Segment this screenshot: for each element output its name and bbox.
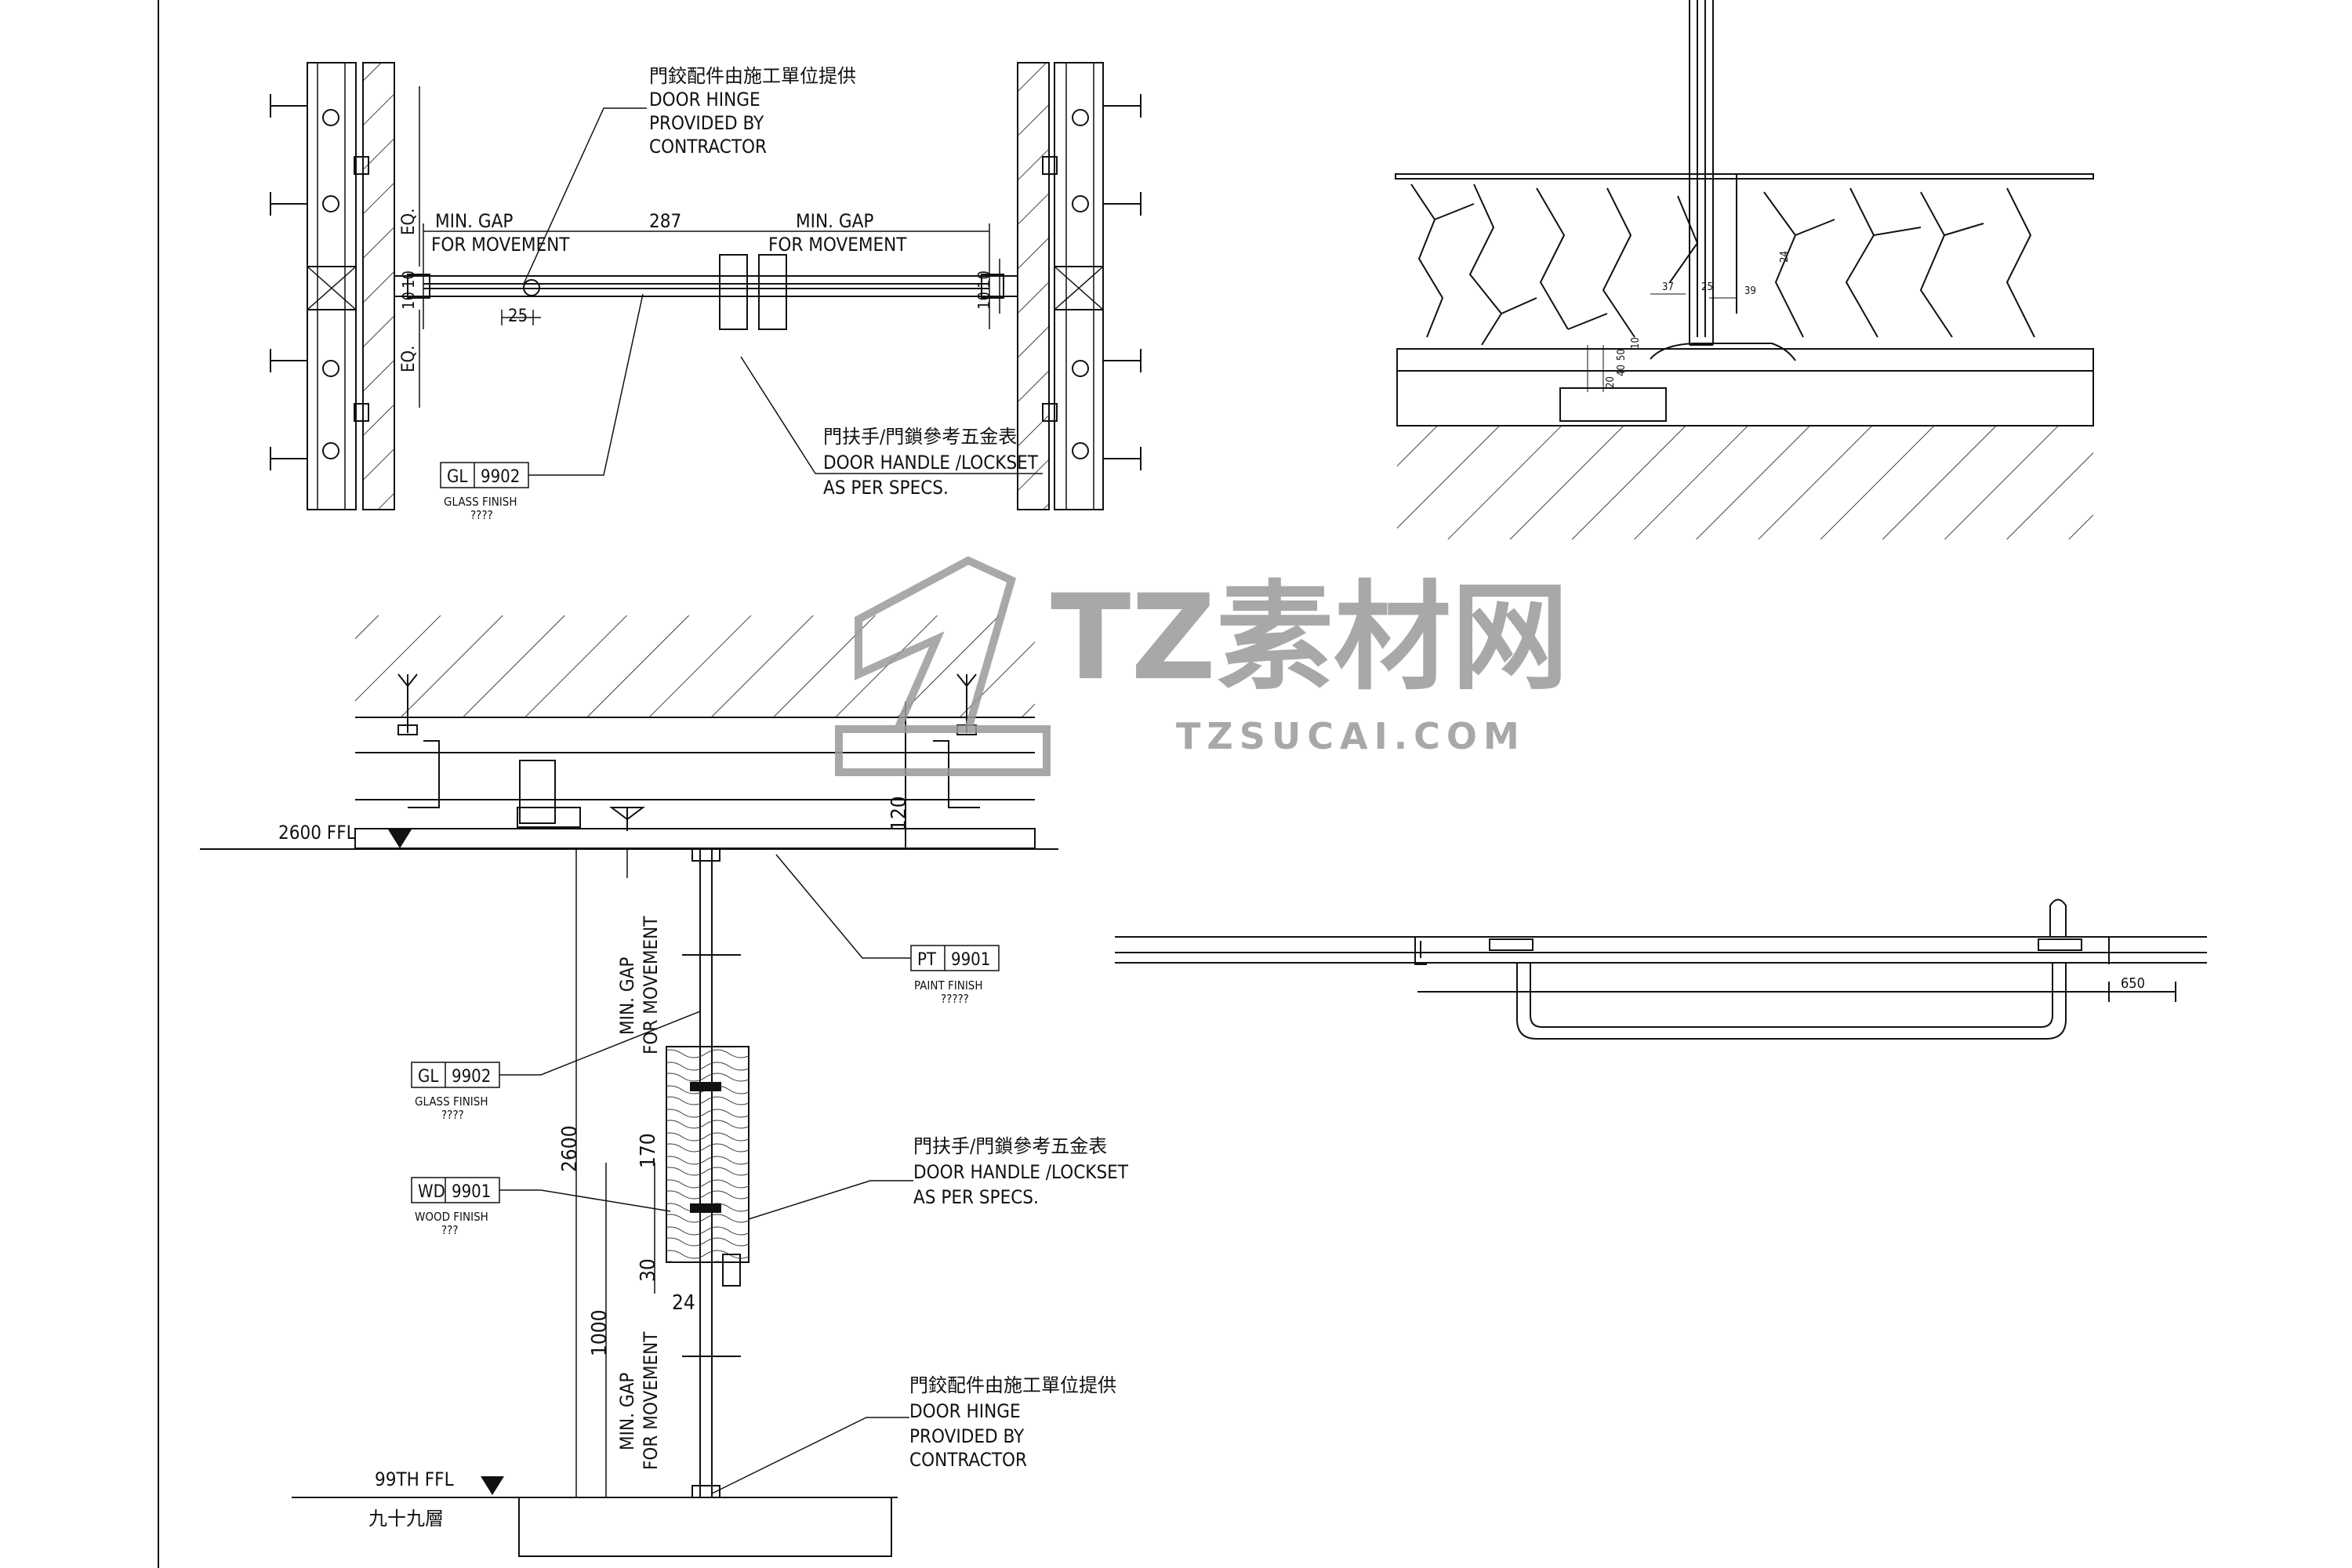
section-dim-120: 120 — [887, 796, 911, 831]
section-hinge-label-en1: DOOR HINGE — [909, 1400, 1021, 1422]
plan-hinge-label-en3: CONTRACTOR — [649, 136, 767, 158]
plan-hinge-label-en1: DOOR HINGE — [649, 89, 760, 111]
floor-dim-37: 37 — [1662, 281, 1674, 293]
plan-dim-287: 287 — [649, 210, 681, 232]
section-gap-top-line1: MIN. GAP — [616, 957, 638, 1035]
handle-dim-650: 650 — [2121, 975, 2145, 992]
level-marker-top — [388, 829, 412, 848]
svg-text:GL: GL — [418, 1067, 438, 1087]
plan-handle-label-cn: 門扶手/門鎖參考五金表 — [823, 426, 1017, 448]
floor-dim-20: 20 — [1605, 376, 1617, 388]
door-plan-view: 287 25 EQ. EQ. 10 10 10 10 MIN. GAP FOR … — [270, 62, 1142, 522]
ceiling-finish — [354, 828, 1036, 849]
section-hinge-label-cn: 門鉸配件由施工單位提供 — [909, 1374, 1116, 1396]
svg-text:????: ???? — [441, 1108, 464, 1122]
plan-dim-10-right-b: 10 — [975, 292, 993, 310]
floor-dim-25: 25 — [1701, 281, 1713, 293]
door-section-view: 2600 FFL 99TH FFL 九十九層 260 — [200, 615, 1129, 1557]
left-wall-hatch — [363, 63, 394, 510]
plan-gap-right-line1: MIN. GAP — [796, 210, 873, 232]
watermark-brand: TZ素材网 — [1051, 570, 1569, 706]
svg-text:GLASS FINISH: GLASS FINISH — [444, 495, 517, 509]
plan-dim-10-left-b: 10 — [399, 292, 418, 310]
section-hinge-leader — [711, 1417, 909, 1494]
svg-text:GL: GL — [447, 467, 467, 487]
floor-dim-10: 10 — [1630, 337, 1642, 349]
bottom-floor — [518, 1497, 892, 1557]
plan-gap-left-line2: FOR MOVEMENT — [431, 234, 570, 256]
section-gap-bottom-line1: MIN. GAP — [616, 1373, 638, 1450]
section-gap-bottom-line2: FOR MOVEMENT — [640, 1331, 662, 1470]
floor-dim-24: 24 — [1779, 251, 1791, 263]
glass-door-leaf — [394, 254, 1018, 330]
floor-stone-layer — [1396, 348, 2094, 372]
floor-stone-detail: 37 25 39 24 50 40 20 10 — [1395, 0, 2094, 539]
level-label-top: 2600 FFL — [278, 822, 356, 844]
plan-handle-leader — [740, 356, 1043, 474]
svg-text:9902: 9902 — [452, 1067, 491, 1087]
watermark-url: TZSUCAI.COM — [1176, 715, 1526, 757]
section-handle-label-cn: 門扶手/門鎖參考五金表 — [913, 1135, 1107, 1157]
plan-hinge-label-en2: PROVIDED BY — [649, 112, 764, 134]
section-dim-1000: 1000 — [588, 1309, 612, 1356]
section-dim-30: 30 — [637, 1258, 660, 1282]
section-hinge-label-en3: CONTRACTOR — [909, 1449, 1027, 1471]
plan-gap-left-line1: MIN. GAP — [435, 210, 513, 232]
floor-dim-40: 40 — [1616, 365, 1628, 376]
svg-text:???: ??? — [441, 1223, 459, 1237]
plan-gap-right-line2: FOR MOVEMENT — [768, 234, 907, 256]
section-paint-finish-tag: PT 9901 PAINT FINISH ????? — [775, 854, 1000, 1006]
svg-text:WOOD FINISH: WOOD FINISH — [415, 1210, 488, 1224]
plan-dim-eq-top: EQ. — [399, 209, 419, 235]
right-wall-hatch — [1018, 63, 1049, 510]
ceiling-slab — [355, 615, 1035, 717]
svg-text:????: ???? — [470, 508, 493, 522]
level-label-bottom-cn: 九十九層 — [368, 1508, 444, 1530]
plan-dim-10-left: 10 — [399, 270, 418, 289]
plan-handle-label-en1: DOOR HANDLE /LOCKSET — [823, 452, 1039, 474]
section-wood-finish-tag: WD 9901 WOOD FINISH ??? — [411, 1177, 671, 1237]
level-marker-bottom — [481, 1476, 504, 1495]
floor-spring-box — [519, 760, 556, 824]
svg-text:9902: 9902 — [481, 467, 520, 487]
svg-text:WD: WD — [418, 1182, 445, 1202]
floor-dim-50: 50 — [1616, 349, 1628, 361]
svg-text:GLASS FINISH: GLASS FINISH — [415, 1094, 488, 1109]
section-dim-170: 170 — [637, 1133, 660, 1168]
plan-glass-finish-tag: GL 9902 GLASS FINISH ???? — [440, 293, 644, 522]
watermark-logo-icon — [835, 556, 1051, 776]
svg-text:PT: PT — [917, 950, 937, 970]
floor-screed-layer — [1396, 370, 2094, 426]
plan-hinge-leader — [523, 107, 647, 285]
section-handle-leader — [748, 1180, 913, 1220]
section-glass-finish-tag: GL 9902 GLASS FINISH ???? — [411, 1011, 701, 1122]
section-handle-label-en2: AS PER SPECS. — [913, 1186, 1039, 1208]
level-label-bottom: 99TH FFL — [375, 1468, 454, 1490]
floor-dim-39: 39 — [1744, 285, 1756, 297]
floor-slab-layer — [1397, 426, 2093, 539]
svg-text:PAINT FINISH: PAINT FINISH — [914, 978, 983, 993]
plan-dim-25: 25 — [508, 307, 528, 326]
section-hinge-label-en2: PROVIDED BY — [909, 1425, 1025, 1447]
plan-handle-label-en2: AS PER SPECS. — [823, 477, 949, 499]
floor-channel — [1559, 387, 1667, 422]
watermark: TZ素材网 TZSUCAI.COM — [835, 556, 1569, 776]
plan-dim-10-right: 10 — [975, 270, 993, 289]
section-dim-24: 24 — [672, 1291, 695, 1315]
plan-hinge-label-cn: 門鉸配件由施工單位提供 — [649, 65, 856, 87]
section-handle-label-en1: DOOR HANDLE /LOCKSET — [913, 1161, 1129, 1183]
svg-text:9901: 9901 — [452, 1182, 491, 1202]
handle-plan-view: 650 — [1115, 898, 2207, 1040]
svg-text:9901: 9901 — [951, 950, 990, 970]
plan-dim-eq-bottom: EQ. — [399, 346, 419, 372]
section-dim-2600: 2600 — [558, 1125, 582, 1172]
svg-text:?????: ????? — [941, 992, 969, 1006]
